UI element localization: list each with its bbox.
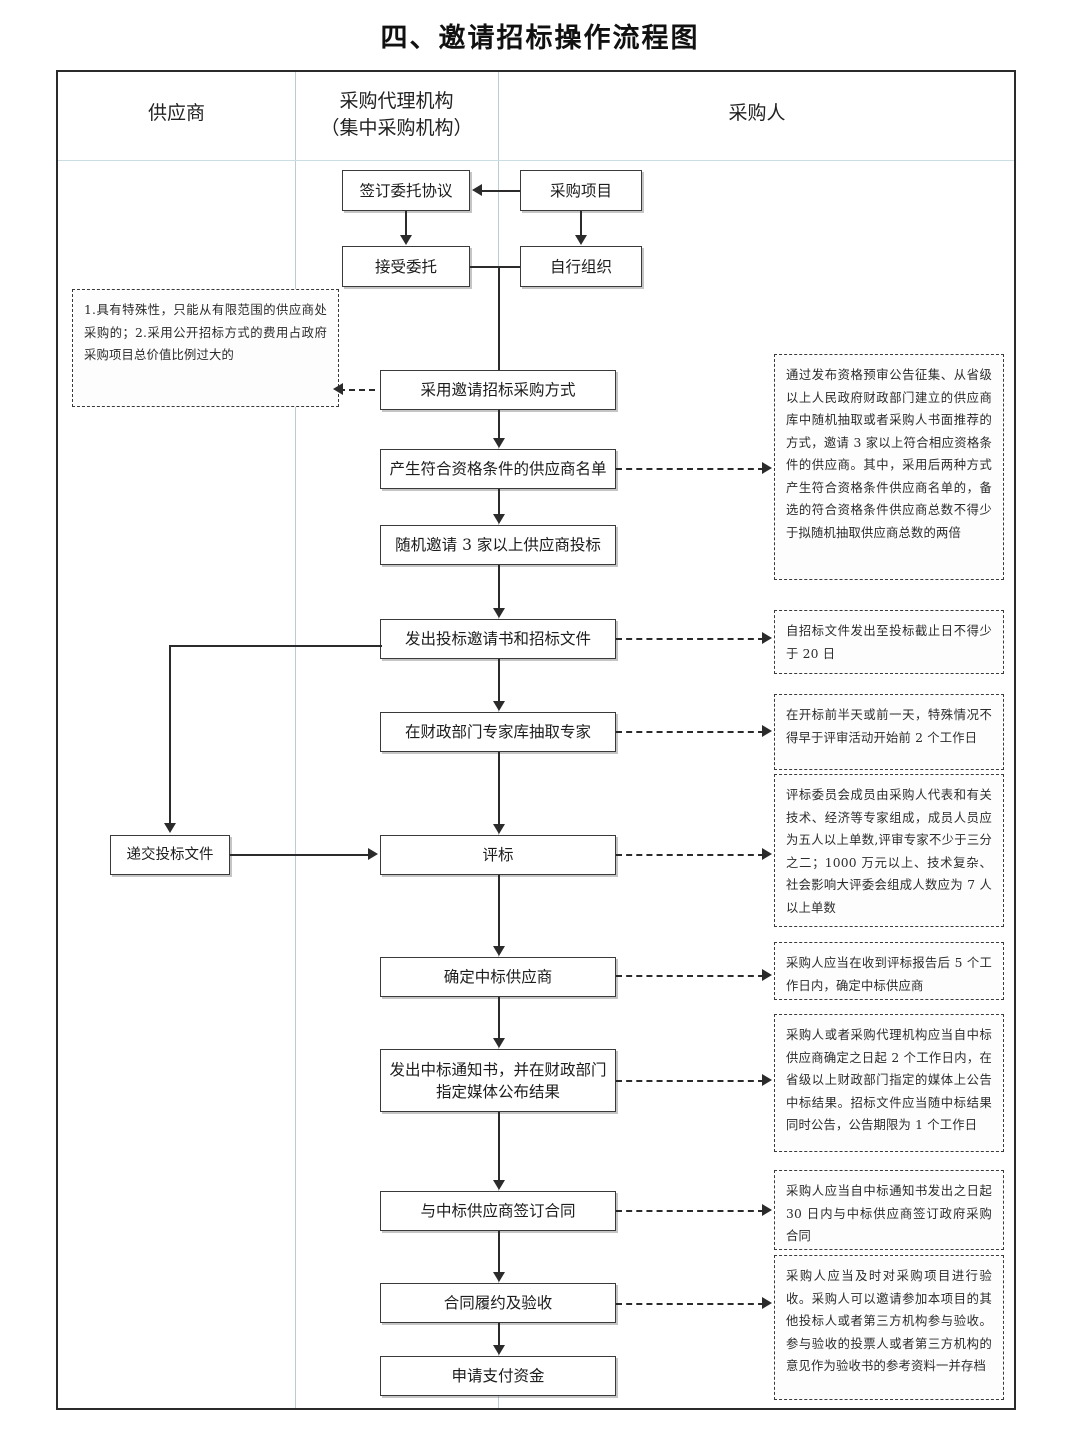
connector-contract-to-performance	[498, 1231, 500, 1272]
connector-invite-to-issue	[498, 565, 500, 608]
note-announce-result: 采购人或者采购代理机构应当自中标供应商确定之日起 2 个工作日内，在省级以上财政…	[774, 1014, 1004, 1152]
connector-adopt-to-list	[498, 410, 500, 438]
connector-list-to-invite	[498, 489, 500, 514]
connector-issue-to-submit-v	[169, 645, 171, 823]
node-contract-performance[interactable]: 合同履约及验收	[380, 1283, 616, 1323]
node-sign-agreement[interactable]: 签订委托协议	[342, 170, 470, 211]
arrowhead-notice-to-note6	[762, 1074, 772, 1086]
node-issue-award-notice-line2: 指定媒体公布结果	[435, 1082, 560, 1101]
note-acceptance: 采购人应当及时对采购项目进行验收。采购人可以邀请参加本项目的其他投标人或者第三方…	[774, 1255, 1004, 1400]
node-accept-entrust[interactable]: 接受委托	[342, 246, 470, 287]
arrowhead-submit-to-evaluation	[368, 848, 378, 860]
connector-merge-horizontal	[470, 266, 520, 268]
arrowhead-invite-to-issue	[493, 608, 505, 618]
arrowhead-list-to-note1	[762, 462, 772, 474]
connector-evaluation-to-winner	[498, 875, 500, 946]
node-adopt-invited-bidding[interactable]: 采用邀请招标采购方式	[380, 370, 616, 410]
connector-issue-to-experts	[498, 659, 500, 701]
node-draw-experts[interactable]: 在财政部门专家库抽取专家	[380, 712, 616, 752]
connector-winner-to-notice	[498, 997, 500, 1038]
arrowhead-contract-to-performance	[493, 1272, 505, 1282]
connector-issue-to-note2	[616, 638, 764, 640]
connector-notice-to-contract	[498, 1112, 500, 1180]
note-determine-winner-time: 采购人应当在收到评标报告后 5 个工作日内，确定中标供应商	[774, 942, 1004, 1000]
arrowhead-winner-to-notice	[493, 1038, 505, 1048]
header-divider	[58, 160, 1014, 161]
arrowhead-issue-to-experts	[493, 701, 505, 711]
node-issue-invitation-docs[interactable]: 发出投标邀请书和招标文件	[380, 619, 616, 659]
connector-contract-to-note7	[616, 1210, 764, 1212]
note-evaluation-committee: 评标委员会成员由采购人代表和有关技术、经济等专家组成，成员人员应为五人以上单数,…	[774, 774, 1004, 927]
arrowhead-adopt-to-list	[493, 438, 505, 448]
connector-issue-to-submit-h	[169, 645, 382, 647]
connector-agreement-to-accept	[405, 211, 407, 236]
arrowhead-notice-to-contract	[493, 1180, 505, 1190]
column-header-buyer: 采购人	[728, 102, 786, 124]
connector-performance-to-note8	[616, 1303, 764, 1305]
connector-project-to-self	[580, 211, 582, 236]
connector-submit-to-evaluation	[230, 854, 369, 856]
node-determine-winner[interactable]: 确定中标供应商	[380, 957, 616, 997]
arrowhead-winner-to-note5	[762, 969, 772, 981]
connector-experts-to-note3	[616, 731, 764, 733]
arrowhead-performance-to-payment	[493, 1345, 505, 1355]
node-bid-evaluation[interactable]: 评标	[380, 835, 616, 875]
arrowhead-agreement-to-accept	[400, 235, 412, 245]
arrowhead-adopt-to-left-note	[333, 383, 343, 395]
node-apply-payment[interactable]: 申请支付资金	[380, 1356, 616, 1396]
arrowhead-project-to-agreement	[472, 184, 482, 196]
arrowhead-evaluation-to-winner	[493, 946, 505, 956]
arrowhead-issue-to-submit	[164, 823, 176, 833]
arrowhead-performance-to-note8	[762, 1297, 772, 1309]
connector-adopt-to-left-note	[339, 389, 375, 391]
column-header-agency-line2: （集中采购机构）	[320, 117, 473, 139]
arrowhead-experts-to-note3	[762, 725, 772, 737]
node-random-invite[interactable]: 随机邀请 3 家以上供应商投标	[380, 525, 616, 565]
connector-winner-to-note5	[616, 975, 764, 977]
arrowhead-contract-to-note7	[762, 1204, 772, 1216]
note-bid-deadline: 自招标文件发出至投标截止日不得少于 20 日	[774, 610, 1004, 674]
note-sign-contract-time: 采购人应当自中标通知书发出之日起 30 日内与中标供应商签订政府采购合同	[774, 1170, 1004, 1250]
node-submit-bid-docs[interactable]: 递交投标文件	[110, 835, 230, 875]
column-header-supplier: 供应商	[147, 102, 205, 124]
page-title: 四、邀请招标操作流程图	[380, 23, 700, 54]
node-issue-award-notice[interactable]: 发出中标通知书，并在财政部门 指定媒体公布结果	[380, 1049, 616, 1112]
connector-list-to-note1	[616, 468, 764, 470]
note-draw-experts-time: 在开标前半天或前一天，特殊情况不得早于评审活动开始前 2 个工作日	[774, 694, 1004, 770]
arrowhead-project-to-self	[575, 235, 587, 245]
note-invited-bidding-conditions: 1.具有特殊性，只能从有限范围的供应商处采购的；2.采用公开招标方式的费用占政府…	[72, 289, 339, 407]
flowchart-frame: 供应商 采购代理机构 （集中采购机构） 采购人 签订委托协议 采购项目 接受委托…	[56, 70, 1016, 1410]
node-procurement-project[interactable]: 采购项目	[520, 170, 642, 211]
node-self-organize[interactable]: 自行组织	[520, 246, 642, 287]
column-header-agency: 采购代理机构 （集中采购机构）	[295, 88, 498, 142]
arrowhead-experts-to-evaluation	[493, 824, 505, 834]
arrowhead-evaluation-to-note4	[762, 848, 772, 860]
node-qualified-supplier-list[interactable]: 产生符合资格条件的供应商名单	[380, 449, 616, 489]
column-header-agency-line1: 采购代理机构	[339, 90, 454, 112]
connector-project-to-agreement	[482, 190, 520, 192]
connector-notice-to-note6	[616, 1080, 764, 1082]
node-sign-contract[interactable]: 与中标供应商签订合同	[380, 1191, 616, 1231]
connector-experts-to-evaluation	[498, 752, 500, 824]
lane-divider-1	[295, 72, 296, 1408]
note-supplier-list: 通过发布资格预审公告征集、从省级以上人民政府财政部门建立的供应商库中随机抽取或者…	[774, 354, 1004, 580]
arrowhead-list-to-invite	[493, 514, 505, 524]
arrowhead-issue-to-note2	[762, 632, 772, 644]
node-issue-award-notice-line1: 发出中标通知书，并在财政部门	[389, 1060, 607, 1079]
connector-evaluation-to-note4	[616, 854, 764, 856]
connector-merge-down	[498, 266, 500, 384]
connector-performance-to-payment	[498, 1323, 500, 1345]
